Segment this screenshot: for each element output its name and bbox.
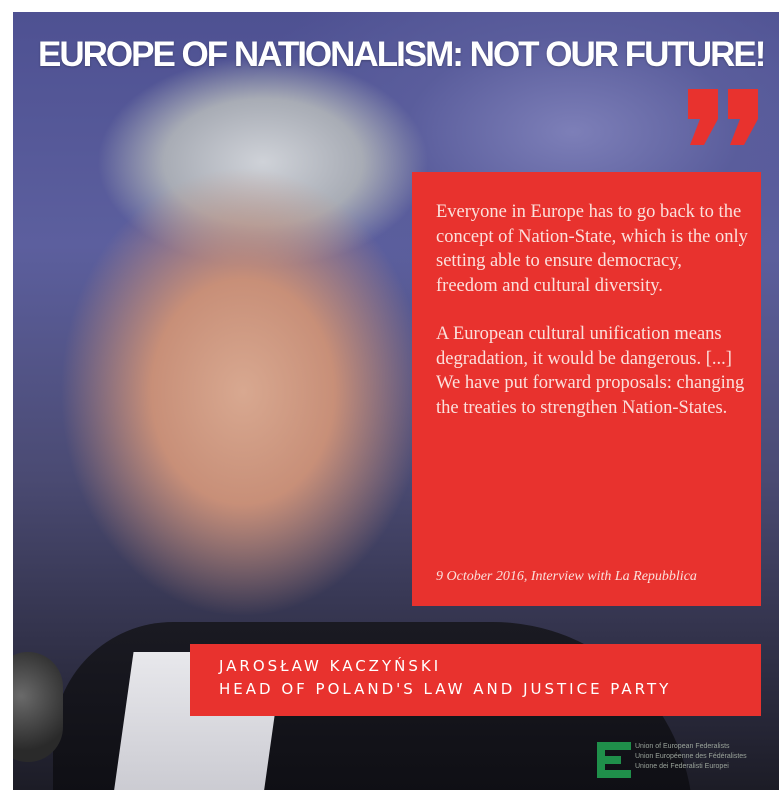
quote-source: 9 October 2016, Interview with La Repubb… (436, 569, 697, 584)
quote-paragraph-2: A European cultural unification means de… (436, 324, 745, 418)
quote-paragraph-1: Everyone in Europe has to go back to the… (436, 202, 748, 296)
speaker-name: JAROSŁAW KACZYŃSKI (219, 657, 442, 675)
uef-logo: Union of European Federalists Union Euro… (597, 738, 767, 780)
logo-line-fr: Union Européenne des Fédéralistes (635, 753, 747, 760)
logo-line-it: Unione dei Federalisti Europei (635, 763, 729, 770)
speaker-banner: JAROSŁAW KACZYŃSKI HEAD OF POLAND'S LAW … (190, 644, 761, 716)
speaker-title: HEAD OF POLAND'S LAW AND JUSTICE PARTY (219, 680, 672, 698)
uef-logo-icon (597, 742, 631, 778)
headline: EUROPE OF NATIONALISM: NOT OUR FUTURE! (38, 35, 766, 74)
quote-box: Everyone in Europe has to go back to the… (412, 172, 761, 606)
logo-text: Union of European Federalists Union Euro… (635, 742, 767, 772)
closing-quote-icon (688, 89, 758, 145)
logo-line-en: Union of European Federalists (635, 743, 730, 750)
quote-text: Everyone in Europe has to go back to the… (436, 200, 748, 444)
microphone (13, 652, 63, 762)
